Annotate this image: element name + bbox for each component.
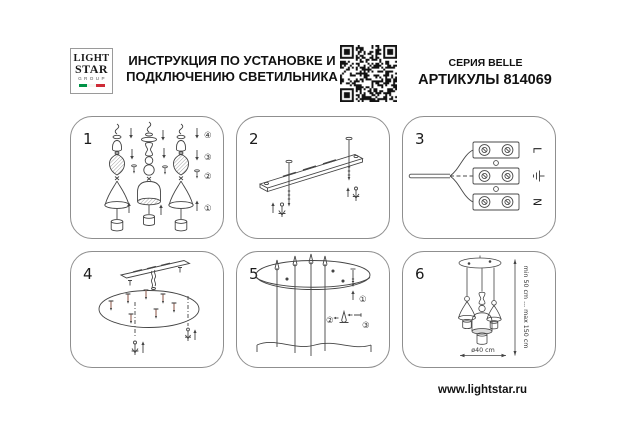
pendant-right: [168, 123, 194, 232]
article-number: АРТИКУЛЫ 814069: [418, 72, 552, 88]
series-label: СЕРИЯ BELLE: [448, 57, 523, 69]
panel-4-ceiling-plate: 4: [70, 251, 224, 368]
panel-number: 1: [83, 130, 93, 148]
panel-5-suspension-cables: 5 ① ②: [236, 251, 390, 368]
wall-anchors: [271, 186, 360, 217]
title-line-2: ПОДКЛЮЧЕНИЮ СВЕТИЛЬНИКА: [126, 69, 338, 84]
step-marker-4: ④: [204, 131, 212, 141]
live-wire-label: L: [531, 147, 543, 153]
height-dimension-label: min 50 cm ... max 150 cm: [522, 266, 529, 349]
dimension-lines: [460, 259, 517, 358]
bracket-and-screws: [258, 136, 364, 207]
logo-word-star: STAR: [74, 62, 109, 76]
step-marker-2: ②: [326, 316, 334, 326]
logo-word-light: LIGHT: [73, 53, 110, 64]
panel-6-finished-fixture: 6: [402, 251, 556, 368]
italian-flag-icon: [78, 84, 105, 87]
pendant-left: [104, 123, 130, 232]
mounting-bracket-diagram: 2: [249, 130, 364, 217]
supply-cable: [408, 149, 474, 203]
page-title: ИНСТРУКЦИЯ ПО УСТАНОВКЕ И ПОДКЛЮЧЕНИЮ СВ…: [118, 53, 346, 85]
step-marker-1: ①: [204, 204, 212, 214]
canopy-and-cables: [255, 253, 372, 356]
website-url: www.lightstar.ru: [438, 384, 528, 396]
wiring-diagram: 3 L N: [408, 130, 545, 211]
lightstar-logo: LIGHT STAR GROUP: [70, 48, 113, 94]
panel-1-pendant-assembly: 1 ④ ③: [70, 116, 224, 239]
step-marker-2: ②: [204, 172, 212, 182]
neutral-wire-label: N: [531, 198, 543, 206]
step-marker-3: ③: [362, 321, 370, 331]
qr-code: [340, 45, 397, 102]
logo-word-group: GROUP: [78, 76, 107, 81]
panel-2-mounting-bracket: 2: [236, 116, 390, 239]
panel-number: 2: [249, 130, 259, 148]
panel-3-wiring: 3 L N: [402, 116, 556, 239]
wall-anchors: [131, 327, 197, 355]
title-line-1: ИНСТРУКЦИЯ ПО УСТАНОВКЕ И: [128, 53, 336, 68]
bracket-and-plate: [98, 260, 200, 338]
pendant-assembly-diagram: 1 ④ ③: [83, 121, 212, 232]
plate-screws: [107, 289, 178, 325]
panel-number: 4: [83, 265, 93, 283]
fixture-drawing: [458, 255, 502, 345]
panel-number: 5: [249, 265, 259, 283]
step-marker-1: ①: [359, 295, 367, 305]
terminal-blocks: [472, 141, 520, 211]
pendant-middle: [137, 121, 161, 226]
diameter-dimension-label: ø40 cm: [471, 347, 494, 354]
earth-ground-icon: [533, 170, 545, 182]
finished-fixture-diagram: 6: [415, 255, 529, 358]
cable-lock-parts: [333, 268, 362, 323]
panel-number: 3: [415, 130, 425, 148]
step-marker-3: ③: [204, 153, 212, 163]
panel-number: 6: [415, 265, 425, 283]
suspension-cable-diagram: 5 ① ②: [249, 253, 372, 356]
ceiling-plate-diagram: 4: [83, 260, 200, 355]
